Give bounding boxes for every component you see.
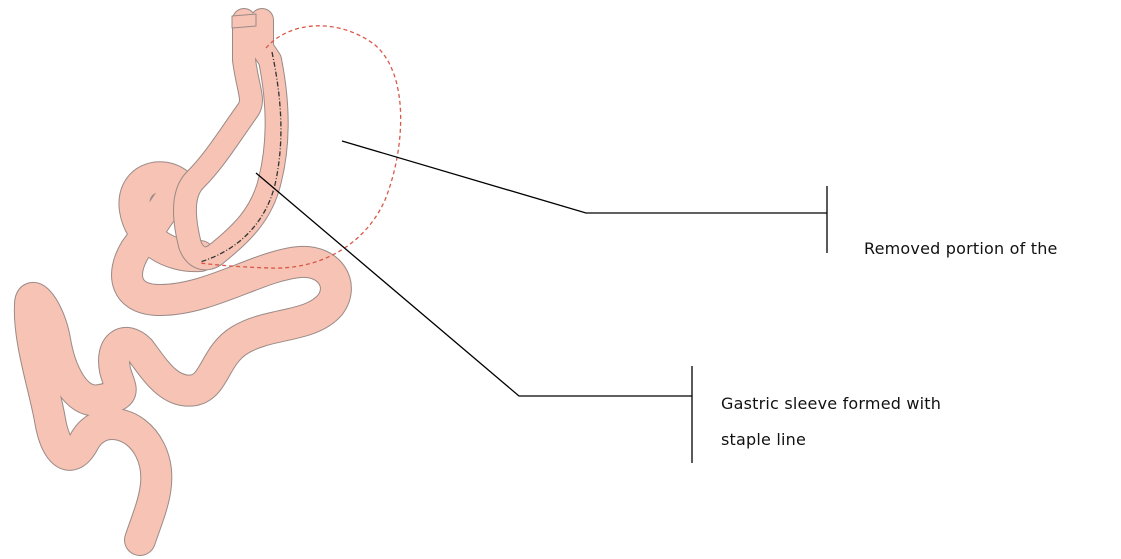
removed-portion-callout	[342, 141, 827, 253]
gastric-sleeve	[185, 14, 277, 258]
gastric-sleeve-label-line1: Gastric sleeve formed with	[721, 394, 941, 413]
removed-portion-leader	[342, 141, 827, 213]
removed-portion-label: Removed portion of the	[864, 239, 1058, 258]
esophagus-top	[232, 14, 256, 28]
gastric-sleeve-label-line2: staple line	[721, 430, 806, 449]
